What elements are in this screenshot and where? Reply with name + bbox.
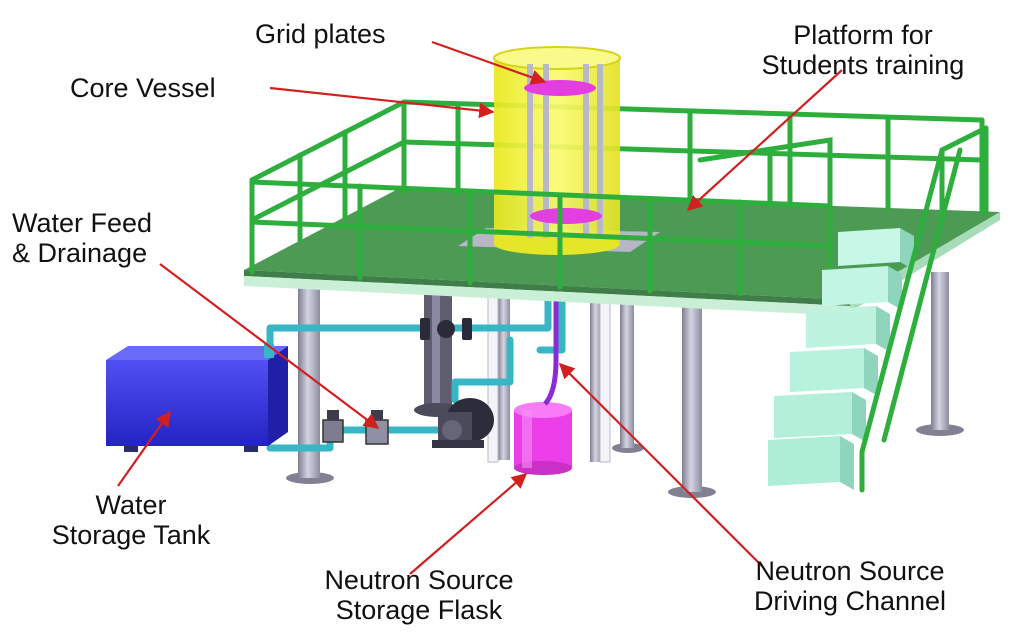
front-railing <box>249 137 833 301</box>
label-platform: Platform for Students training <box>761 20 965 80</box>
support-columns <box>298 272 949 492</box>
label-flask: Neutron Source Storage Flask <box>324 565 514 625</box>
stair-railing <box>859 125 989 493</box>
annotation-arrows <box>117 40 843 575</box>
pump <box>432 398 494 448</box>
driving-channel <box>543 296 559 406</box>
water-storage-tank <box>106 344 288 452</box>
label-channel: Neutron Source Driving Channel <box>753 556 947 616</box>
label-core-vessel: Core Vessel <box>70 73 216 103</box>
label-water-feed: Water Feed & Drainage <box>12 208 153 268</box>
stairs <box>768 228 914 490</box>
pipe-flanges <box>420 318 472 340</box>
label-water-tank: Water Storage Tank <box>51 490 211 550</box>
core-vessel <box>493 46 621 255</box>
label-grid-plates: Grid plates <box>255 19 386 49</box>
neutron-source-flask <box>514 402 572 475</box>
